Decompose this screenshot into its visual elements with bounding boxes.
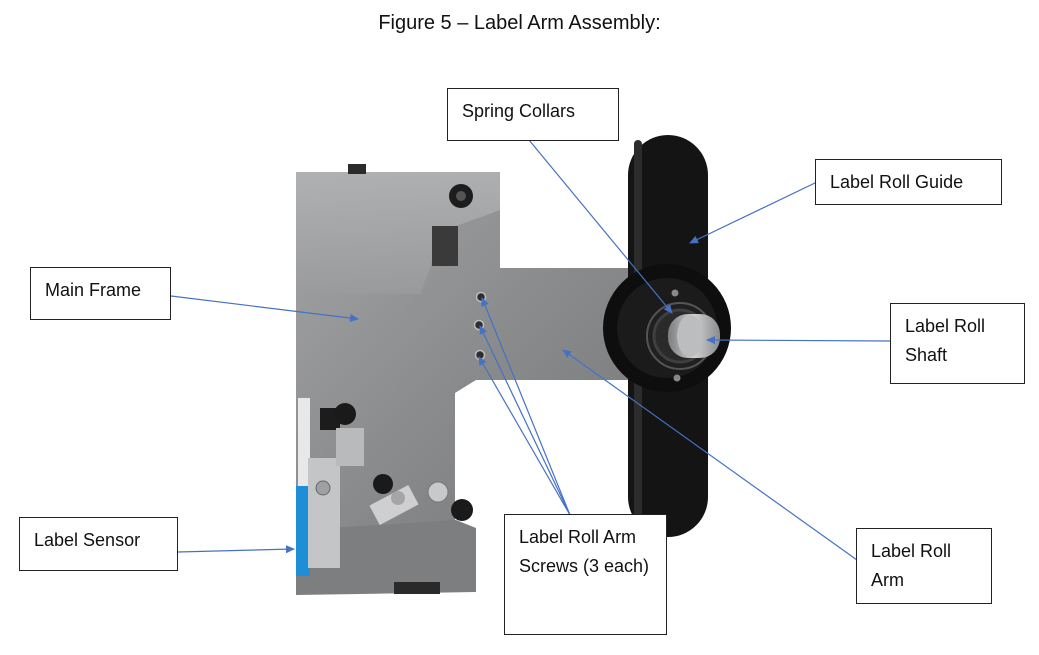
arm-screw-leader-2 [479, 325, 571, 516]
label-roll-arm-label: Label Roll Arm [871, 541, 952, 590]
label-roll-shaft-leader [706, 336, 891, 345]
label-sensor-label: Label Sensor [34, 530, 141, 550]
label-roll-guide-label: Label Roll Guide [830, 172, 964, 192]
spring-collars-leader [528, 139, 673, 314]
label-roll-arm-screws-label: Label Roll Arm Screws (3 each) [519, 527, 650, 576]
callout-main-frame: Main Frame [30, 267, 171, 320]
label-sensor-part [296, 398, 473, 576]
label-roll-guide-leader [689, 181, 818, 244]
callout-spring-collars: Spring Collars [447, 88, 619, 141]
arm-screw-leader-3 [478, 356, 571, 516]
callout-label-roll-arm-screws: Label Roll Arm Screws (3 each) [504, 514, 667, 635]
label-roll-arm-leader [562, 349, 858, 561]
callout-label-sensor: Label Sensor [19, 517, 178, 571]
main-frame-leader [170, 295, 359, 322]
leader-lines [170, 139, 891, 561]
screw-icon [475, 291, 487, 303]
base-plate [296, 520, 476, 595]
sensor-knob-icon [334, 403, 356, 425]
arm-screw-leader-1 [481, 297, 571, 516]
callout-label-roll-arm: Label Roll Arm [856, 528, 992, 604]
screw-icon [473, 319, 485, 331]
callout-label-roll-shaft: Label Roll Shaft [890, 303, 1025, 384]
arm-screws [473, 291, 487, 361]
label-sensor-leader [177, 545, 295, 554]
callout-label-roll-guide: Label Roll Guide [815, 159, 1002, 205]
main-frame-label: Main Frame [45, 280, 142, 300]
figure-title: Figure 5 – Label Arm Assembly: [378, 12, 661, 34]
label-roll-shaft-label: Label Roll Shaft [905, 316, 986, 365]
spring-collars-label: Spring Collars [462, 101, 576, 121]
main-frame-part [296, 164, 640, 532]
top-knob-icon [348, 164, 366, 174]
adjust-knob-icon [451, 499, 473, 521]
label-roll-shaft-part [646, 302, 720, 370]
